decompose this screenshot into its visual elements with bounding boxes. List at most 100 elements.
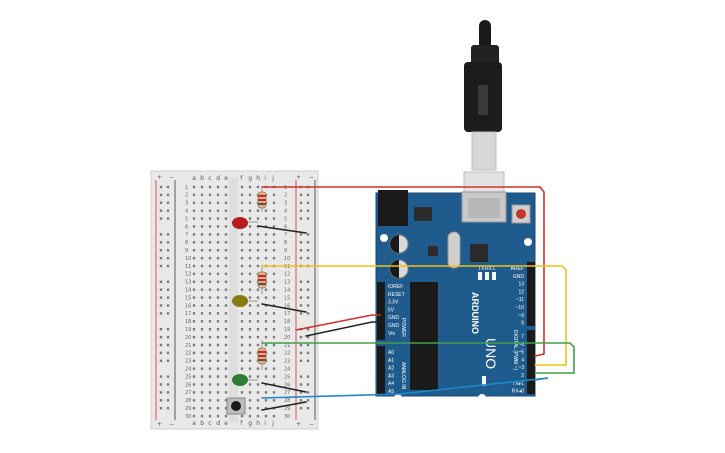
breadboard-hole <box>240 335 244 339</box>
row-number: 4 <box>284 209 287 215</box>
rail-hole <box>166 359 170 362</box>
rail-hole <box>159 359 163 362</box>
breadboard-hole <box>200 201 204 204</box>
rail-hole <box>299 383 303 386</box>
row-number: 20 <box>185 335 191 341</box>
row-number: 14 <box>284 288 290 294</box>
breadboard-hole <box>272 256 276 260</box>
breadboard-hole <box>192 296 196 299</box>
digital-pin-label: ~3 <box>518 365 524 371</box>
breadboard-hole <box>192 407 196 410</box>
breadboard-hole <box>208 185 212 189</box>
breadboard-hole <box>216 256 220 260</box>
breadboard-hole <box>264 312 268 315</box>
row-number: 18 <box>284 319 290 325</box>
breadboard-hole <box>200 256 204 260</box>
breadboard-hole <box>240 193 244 197</box>
breadboard-hole <box>208 407 212 410</box>
breadboard-holes <box>159 185 310 418</box>
row-number: 10 <box>185 256 191 262</box>
rail-hole <box>306 375 310 378</box>
breadboard-hole <box>200 193 204 197</box>
column-letter: i <box>264 175 266 182</box>
wire-black-4 <box>261 401 307 411</box>
breadboard-hole <box>216 296 220 299</box>
rail-hole <box>166 201 170 204</box>
breadboard-hole <box>208 335 212 339</box>
row-number: 22 <box>284 351 290 357</box>
breadboard-hole <box>264 233 268 236</box>
breadboard-hole <box>208 225 212 228</box>
breadboard-hole <box>208 256 212 260</box>
breadboard-hole <box>256 256 260 260</box>
breadboard-hole <box>248 312 252 315</box>
breadboard-hole <box>216 391 220 394</box>
rail-hole <box>299 217 303 220</box>
breadboard-hole <box>256 217 260 220</box>
breadboard-hole <box>248 241 252 244</box>
breadboard-hole <box>240 343 244 347</box>
column-letter: d <box>216 175 220 182</box>
rail-hole <box>159 399 163 402</box>
breadboard-hole <box>216 328 220 331</box>
breadboard-hole <box>216 407 220 410</box>
led-green <box>232 374 258 386</box>
rail-minus-label-bottom-right: − <box>309 421 314 428</box>
arduino-brand: ARDUINO <box>470 292 480 334</box>
breadboard-hole <box>264 407 268 410</box>
breadboard-hole <box>256 407 260 410</box>
column-letter: b <box>200 420 204 427</box>
breadboard-hole <box>264 367 268 370</box>
digital-header-label: DIGITAL (PWM ~) <box>512 330 518 370</box>
power-pin-label: GND <box>388 323 400 329</box>
breadboard-hole <box>240 320 244 323</box>
breadboard-hole <box>240 280 244 283</box>
rail-hole <box>166 375 170 378</box>
breadboard-hole <box>240 272 244 276</box>
breadboard-hole <box>208 280 212 283</box>
rail-hole <box>166 351 170 355</box>
breadboard-hole <box>216 201 220 204</box>
digital-pin-label: 8 <box>521 321 524 327</box>
digital-pin-label: 2 <box>521 373 524 379</box>
led-olive <box>232 295 258 307</box>
breadboard-hole <box>208 399 212 402</box>
row-number: 25 <box>185 374 191 380</box>
rail-hole <box>299 233 303 236</box>
wire-yellow-pin4 <box>261 265 567 366</box>
rail-hole <box>299 304 303 307</box>
breadboard-hole <box>224 328 228 331</box>
breadboard-hole <box>192 328 196 331</box>
power-pin-label: 3.3V <box>388 300 399 306</box>
power-pin-label: IOREF <box>388 284 403 290</box>
breadboard-hole <box>200 304 204 307</box>
breadboard-hole <box>208 233 212 236</box>
row-number: 8 <box>185 240 188 246</box>
breadboard-hole <box>256 185 260 189</box>
column-letter: h <box>256 420 260 427</box>
column-letter: c <box>208 175 211 182</box>
rail-hole <box>306 359 310 362</box>
breadboard-hole <box>256 383 260 386</box>
breadboard-hole <box>224 241 228 244</box>
rail-hole <box>159 264 163 268</box>
breadboard-hole <box>240 185 244 189</box>
rail-hole <box>306 335 310 339</box>
breadboard-hole <box>240 288 244 291</box>
rail-hole <box>159 351 163 355</box>
arduino-pin-labels: IOREFRESET3.3V5VGNDGNDVinA0A1A2A3A4A5ARE… <box>388 266 524 395</box>
breadboard-hole <box>224 304 228 307</box>
breadboard-hole <box>272 375 276 378</box>
breadboard-hole <box>208 201 212 204</box>
rail-hole <box>159 185 163 189</box>
breadboard-hole <box>272 225 276 228</box>
breadboard-hole <box>248 201 252 204</box>
wire-green-pin3 <box>261 342 575 374</box>
breadboard-hole <box>224 343 228 347</box>
breadboard-hole <box>248 320 252 323</box>
breadboard-hole <box>248 225 252 228</box>
breadboard-hole <box>192 304 196 307</box>
breadboard-hole <box>248 185 252 189</box>
breadboard-hole <box>224 367 228 370</box>
